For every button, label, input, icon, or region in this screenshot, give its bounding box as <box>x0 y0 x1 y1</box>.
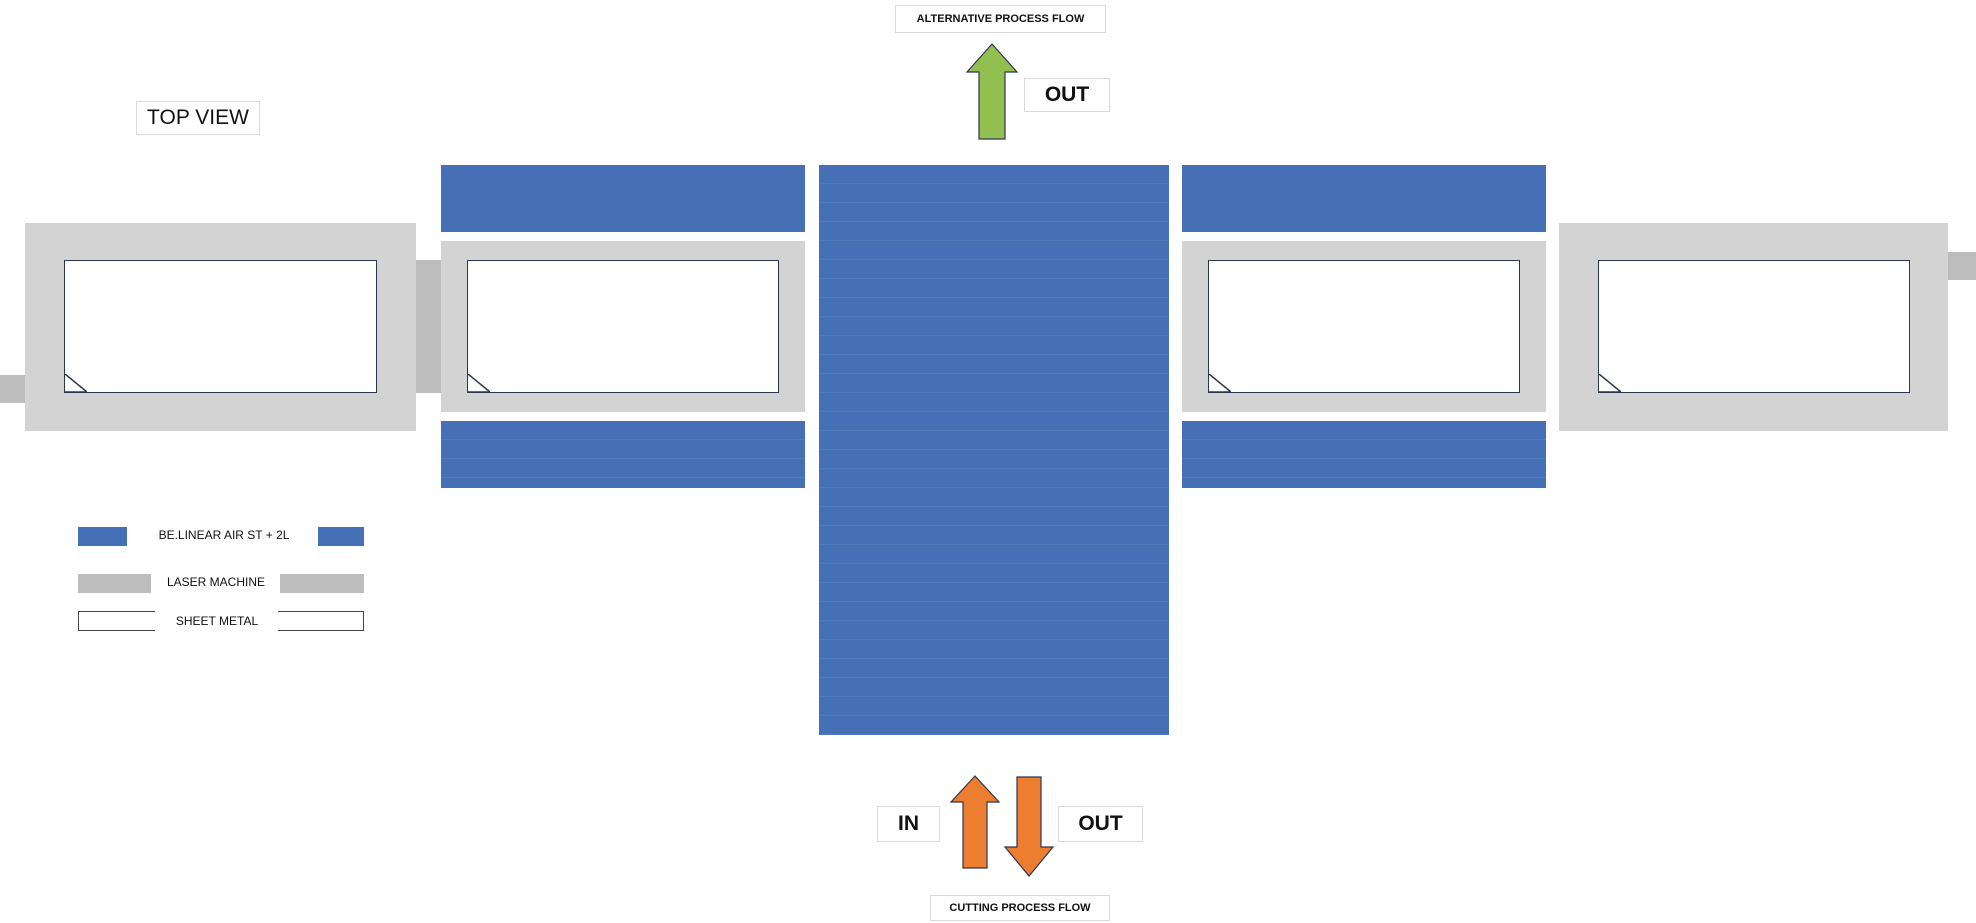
alternative-process-flow-label: ALTERNATIVE PROCESS FLOW <box>895 5 1106 33</box>
fold-corner-icon <box>468 374 490 392</box>
top-view-label: TOP VIEW <box>136 101 260 135</box>
legend-swatch-laser <box>78 574 151 593</box>
legend-swatch-conveyor <box>78 527 127 546</box>
conveyor-center <box>819 165 1169 735</box>
conveyor-bottom-right <box>1182 421 1546 488</box>
down-arrow-orange-icon <box>1003 776 1055 877</box>
fold-corner-icon <box>1599 374 1621 392</box>
fold-corner-icon <box>1209 374 1231 392</box>
conveyor-bottom-left <box>441 421 805 488</box>
sheet-metal-4 <box>1598 260 1910 393</box>
sheet-metal-2 <box>467 260 779 393</box>
legend-label-laser: LASER MACHINE <box>166 575 266 589</box>
left-stub <box>0 375 25 403</box>
up-arrow-orange-icon <box>949 775 1001 869</box>
legend-label-conveyor: BE.LINEAR AIR ST + 2L <box>158 528 290 542</box>
right-stub <box>1948 252 1976 280</box>
sheet-metal-3 <box>1208 260 1520 393</box>
fold-corner-icon <box>65 374 87 392</box>
legend-swatch-sheet-right <box>278 611 364 631</box>
conveyor-top-right <box>1182 165 1546 232</box>
laser-connector <box>416 260 441 393</box>
bottom-out-label: OUT <box>1058 806 1143 842</box>
legend-label-sheet: SHEET METAL <box>175 614 259 628</box>
up-arrow-green-icon <box>965 43 1019 140</box>
sheet-metal-1 <box>64 260 377 393</box>
conveyor-top-left <box>441 165 805 232</box>
legend-swatch-conveyor-right <box>318 527 364 546</box>
legend-swatch-laser-right <box>280 574 364 593</box>
bottom-in-label: IN <box>877 806 940 842</box>
legend-swatch-sheet <box>78 611 155 631</box>
top-out-label: OUT <box>1024 78 1110 112</box>
cutting-process-flow-label: CUTTING PROCESS FLOW <box>930 895 1110 921</box>
